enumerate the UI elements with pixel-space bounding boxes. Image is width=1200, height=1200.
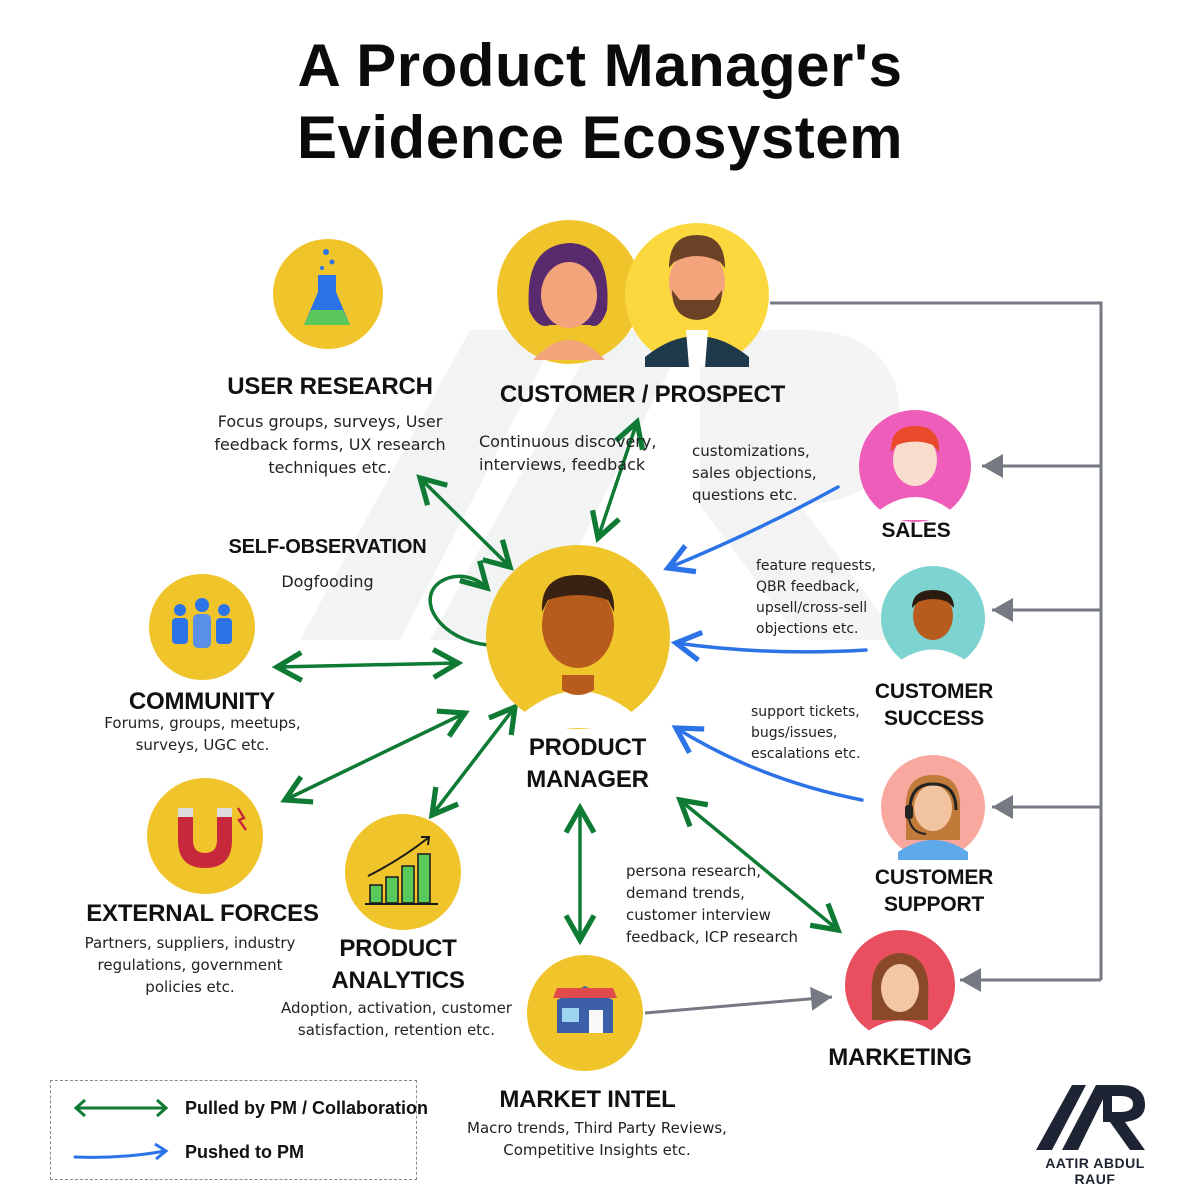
sales-title: SALES — [881, 519, 951, 542]
user-research-desc: Focus groups, surveys, User feedback for… — [214, 412, 446, 477]
legend-blue-arrow-icon — [73, 1142, 169, 1161]
headset-avatar-icon — [881, 755, 985, 860]
brand-logo — [1036, 1085, 1145, 1150]
flask-icon — [273, 239, 383, 349]
customer-woman-icon — [497, 220, 641, 364]
customer-title: CUSTOMER / PROSPECT — [499, 381, 786, 408]
arrow-analytics — [428, 702, 519, 820]
support-note: support tickets, bugs/issues, escalation… — [751, 704, 861, 762]
legend-row-pushed: Pushed to PM — [71, 1139, 304, 1165]
marketing-title: MARKETING — [828, 1044, 972, 1071]
title-line-1: A Product Manager's — [297, 32, 903, 99]
page-title: A Product Manager's Evidence Ecosystem — [0, 30, 1200, 174]
cs-title-line-1: CUSTOMER — [874, 680, 994, 703]
arrow-community — [271, 647, 464, 683]
arrow-from-support — [671, 725, 864, 802]
brand-name: AATIR ABDUL RAUF — [1045, 1155, 1145, 1187]
arrow-from-cs — [670, 630, 868, 663]
external-forces-title: EXTERNAL FORCES — [86, 900, 319, 927]
arrow-external — [280, 708, 470, 805]
stakeholder-connector — [644, 301, 1103, 1015]
cs-avatar-icon — [881, 566, 985, 670]
pm-title-line-2: MANAGER — [526, 766, 649, 793]
analytics-desc: Adoption, activation, customer satisfact… — [281, 999, 512, 1039]
sales-note: customizations, sales objections, questi… — [692, 442, 817, 504]
external-forces-desc: Partners, suppliers, industry regulation… — [84, 934, 296, 996]
analytics-title-line-2: ANALYTICS — [331, 967, 465, 994]
cs-note: feature requests, QBR feedback, upsell/c… — [756, 558, 876, 637]
legend-row-pulled: Pulled by PM / Collaboration — [71, 1095, 428, 1121]
bar-chart-icon — [345, 814, 461, 930]
user-research-title: USER RESEARCH — [227, 373, 433, 400]
cs-title-line-2: SUCCESS — [883, 707, 985, 730]
pm-avatar-icon — [486, 545, 670, 729]
title-line-2: Evidence Ecosystem — [297, 104, 903, 171]
legend-green-arrow-icon — [73, 1098, 169, 1118]
crowd-icon — [149, 574, 255, 680]
self-observation-desc: Dogfooding — [281, 572, 374, 591]
legend: Pulled by PM / Collaboration Pushed to P… — [50, 1080, 428, 1180]
community-title: COMMUNITY — [128, 688, 276, 715]
support-title-line-2: SUPPORT — [883, 893, 985, 916]
customer-man-icon — [625, 223, 769, 367]
analytics-title-line-1: PRODUCT — [339, 935, 457, 962]
pulled-arrows — [271, 416, 843, 946]
market-intel-desc: Macro trends, Third Party Reviews, Compe… — [467, 1119, 727, 1159]
support-title-line-1: CUSTOMER — [874, 866, 994, 889]
arrow-user-research — [416, 474, 514, 571]
pushed-arrows — [663, 485, 868, 802]
legend-pushed-label: Pushed to PM — [185, 1141, 305, 1162]
arrow-customer — [589, 416, 646, 544]
legend-pulled-label: Pulled by PM / Collaboration — [185, 1097, 429, 1118]
market-intel-title: MARKET INTEL — [499, 1086, 676, 1113]
arrow-marketing — [675, 796, 843, 934]
marketing-avatar-icon — [845, 930, 955, 1040]
magnet-icon — [147, 778, 263, 894]
marketing-note: persona research, demand trends, custome… — [626, 862, 799, 946]
customer-desc: Continuous discovery, interviews, feedba… — [479, 432, 657, 474]
community-desc: Forums, groups, meetups, surveys, UGC et… — [104, 714, 301, 754]
self-observation-title: SELF-OBSERVATION — [228, 536, 427, 558]
pm-title-line-1: PRODUCT — [528, 734, 647, 761]
arrow-self-observation — [428, 560, 491, 647]
store-icon — [527, 955, 643, 1071]
sales-avatar-icon — [859, 410, 971, 522]
arrow-from-sales — [663, 485, 840, 575]
